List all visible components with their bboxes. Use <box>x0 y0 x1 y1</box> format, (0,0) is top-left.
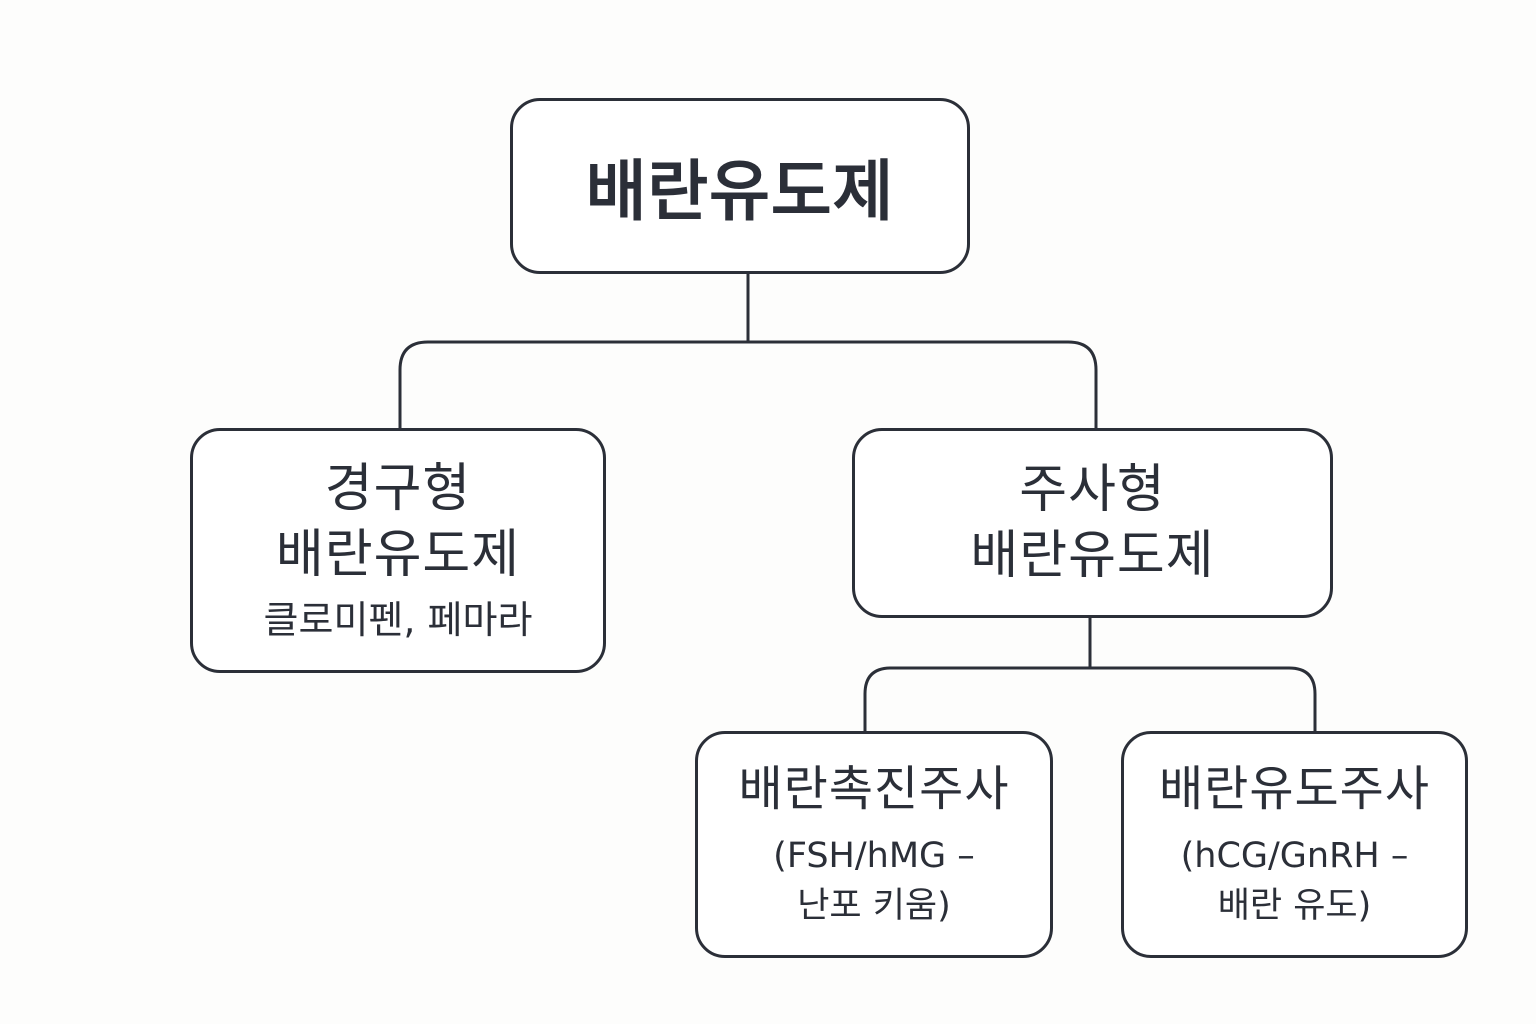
induce-node: 배란유도주사 (hCG/GnRH – 배란 유도) <box>1121 731 1468 958</box>
induce-node-detail2: 배란 유도) <box>1217 885 1372 926</box>
root-node: 배란유도제 <box>510 98 970 274</box>
oral-node-examples: 클로미펜, 페마라 <box>263 597 533 642</box>
oral-node-line2: 배란유도제 <box>275 524 521 585</box>
induce-node-title: 배란유도주사 <box>1159 760 1430 817</box>
root-node-label: 배란유도제 <box>585 153 895 230</box>
promote-node: 배란촉진주사 (FSH/hMG – 난포 키움) <box>695 731 1053 958</box>
promote-node-detail2: 난포 키움) <box>797 885 951 926</box>
injection-node: 주사형 배란유도제 <box>852 428 1333 618</box>
injection-node-line1: 주사형 <box>1019 460 1166 520</box>
injection-node-line2: 배란유도제 <box>970 526 1215 586</box>
promote-node-detail1: (FSH/hMG – <box>773 835 975 876</box>
induce-node-detail1: (hCG/GnRH – <box>1180 835 1409 876</box>
oral-node-line1: 경구형 <box>324 458 472 519</box>
promote-node-title: 배란촉진주사 <box>738 760 1010 817</box>
connector-injection-branch <box>863 666 1317 731</box>
connector-root-branch <box>398 340 1098 428</box>
oral-node: 경구형 배란유도제 클로미펜, 페마라 <box>190 428 606 673</box>
